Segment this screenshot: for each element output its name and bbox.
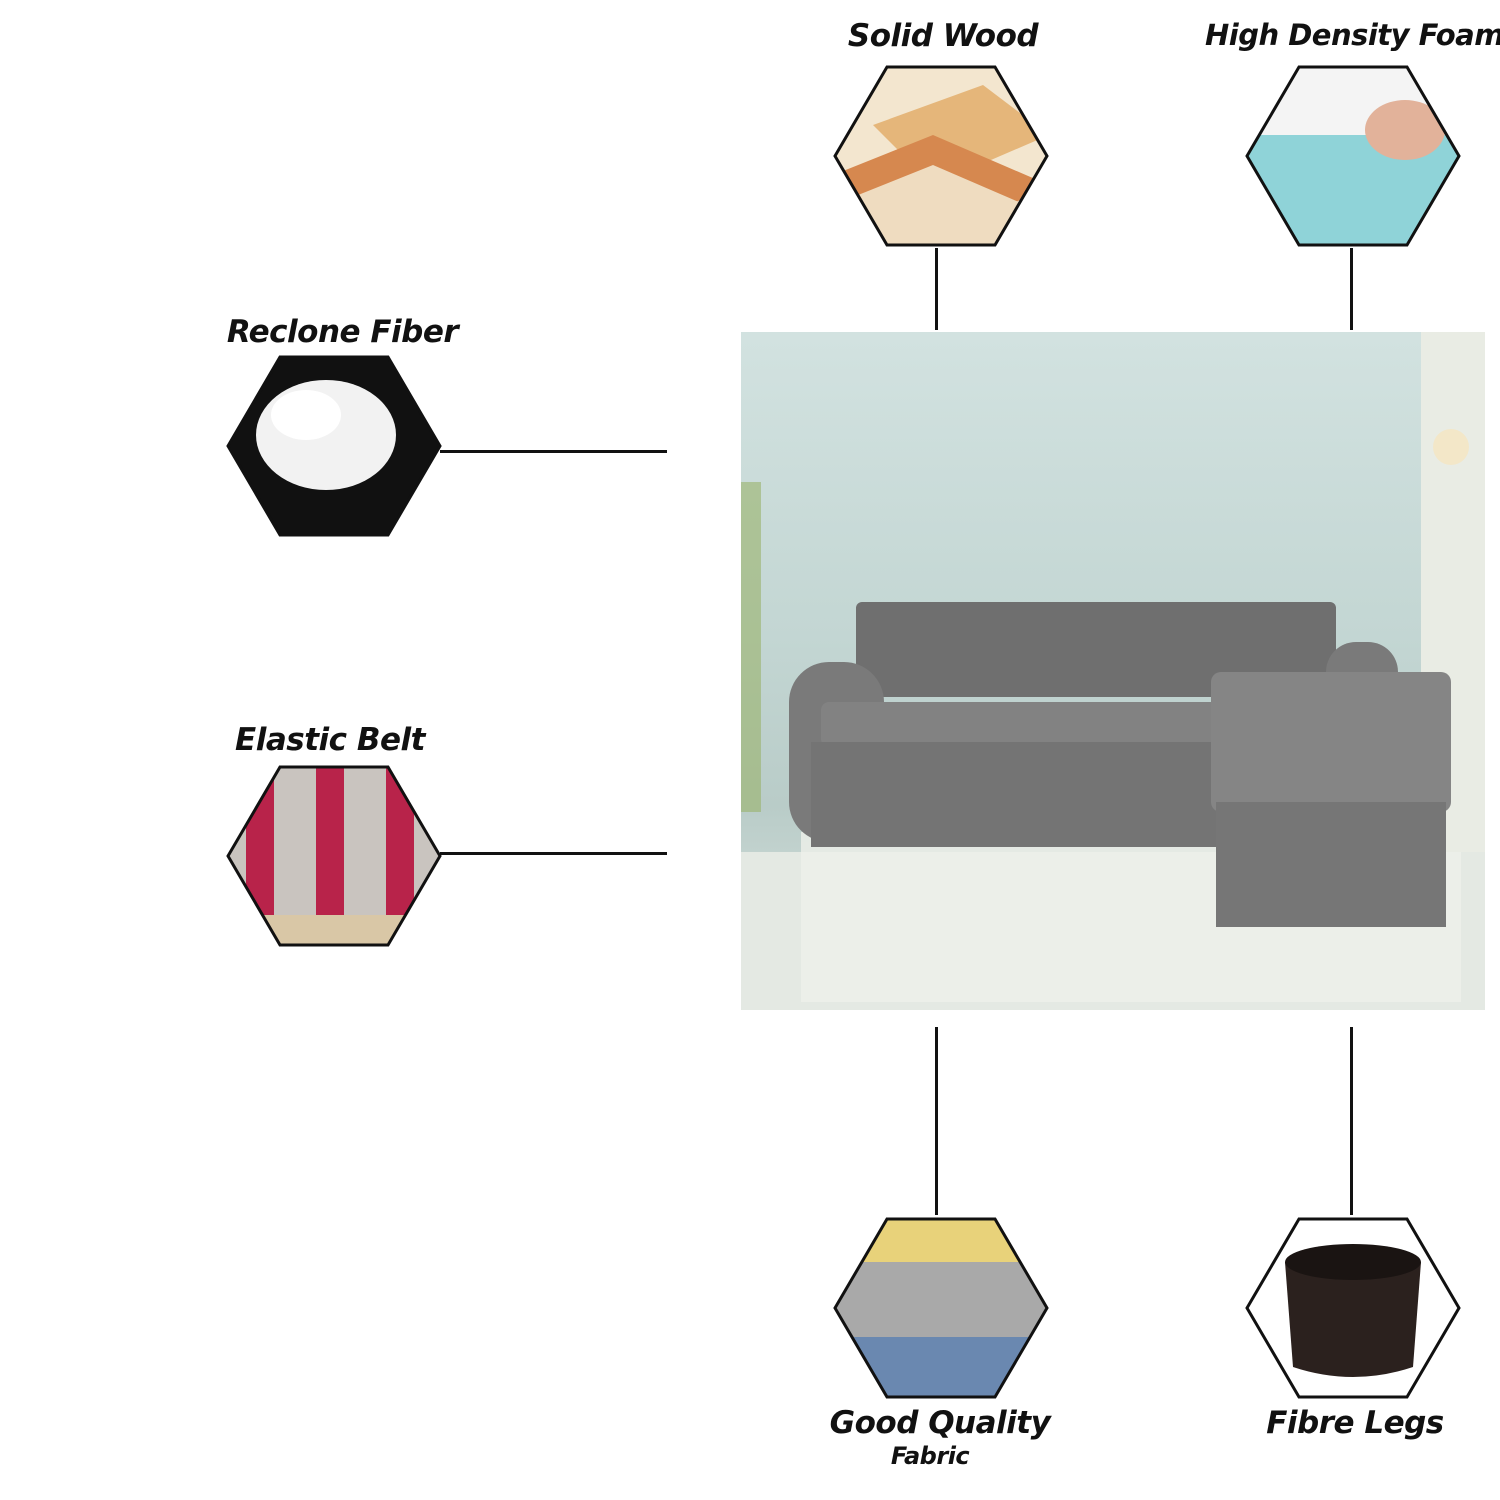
sofa-product-photo <box>741 332 1485 1010</box>
connector-fiber <box>440 450 667 453</box>
elastic-belt-hexagon-image <box>226 765 442 947</box>
label-solid-wood: Solid Wood <box>847 18 1039 54</box>
high-density-foam-hexagon-image <box>1245 65 1461 247</box>
connector-belt <box>440 852 667 855</box>
connector-foam <box>1350 248 1353 330</box>
label-fabric: Fabric <box>890 1442 970 1470</box>
connector-fabric <box>935 1027 938 1215</box>
reclone-fiber-hexagon-image <box>226 355 442 537</box>
connector-solid-wood <box>935 248 938 330</box>
solid-wood-hexagon-image <box>833 65 1049 247</box>
label-high-density-foam: High Density Foam <box>1205 18 1500 52</box>
fabric-hexagon-image <box>833 1217 1049 1399</box>
fibre-legs-hexagon-image <box>1245 1217 1461 1399</box>
label-fibre-legs: Fibre Legs <box>1266 1405 1444 1441</box>
label-good-quality: Good Quality <box>829 1405 1051 1441</box>
connector-legs <box>1350 1027 1353 1215</box>
sofa <box>789 602 1451 927</box>
label-reclone-fiber: Reclone Fiber <box>226 314 459 350</box>
label-elastic-belt: Elastic Belt <box>235 722 425 758</box>
